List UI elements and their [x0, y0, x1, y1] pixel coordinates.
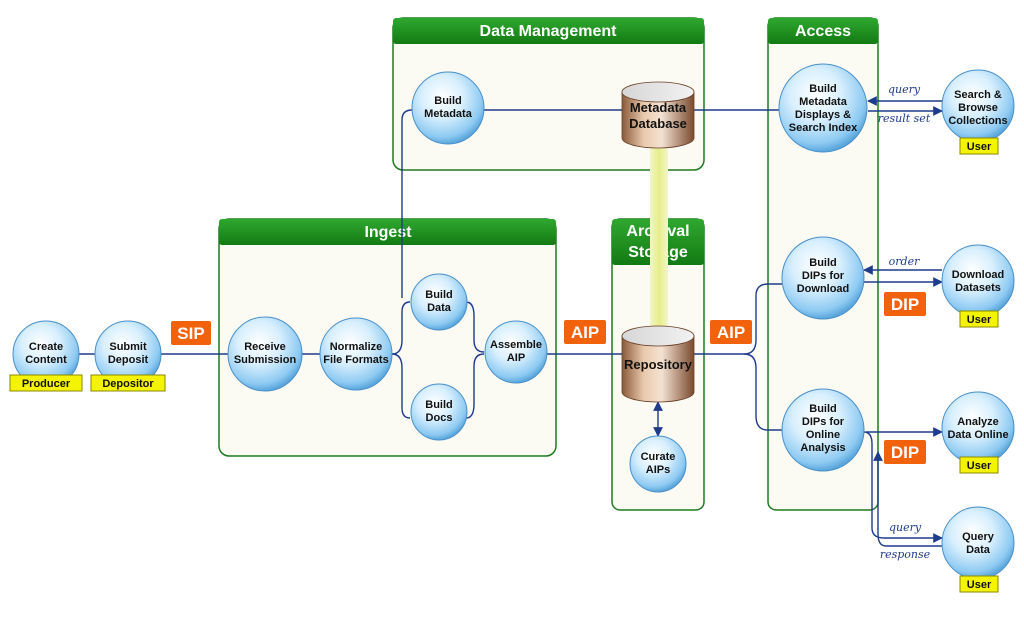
svg-text:Build: Build: [809, 403, 837, 415]
svg-text:Displays &: Displays &: [795, 109, 851, 121]
role-badge-producer: Producer: [9, 374, 83, 392]
section-archival-storage: Archival Storage: [611, 218, 705, 511]
svg-text:Datasets: Datasets: [955, 282, 1001, 294]
svg-text:Build: Build: [425, 289, 453, 301]
svg-text:Data Online: Data Online: [947, 429, 1008, 441]
svg-text:Download: Download: [952, 269, 1005, 281]
svg-text:Data: Data: [427, 302, 452, 314]
svg-text:Search &: Search &: [954, 89, 1002, 101]
svg-text:AIPs: AIPs: [646, 464, 670, 476]
svg-text:SIP: SIP: [177, 324, 204, 343]
tag-aip-access: AIP: [710, 320, 752, 344]
svg-text:Depositor: Depositor: [102, 378, 154, 390]
repository-database: Repository: [621, 325, 695, 403]
svg-text:User: User: [967, 141, 992, 153]
svg-text:Receive: Receive: [244, 341, 286, 353]
svg-text:Producer: Producer: [22, 378, 71, 390]
svg-text:DIPs for: DIPs for: [802, 270, 845, 282]
connectors: [79, 96, 943, 547]
svg-text:AIP: AIP: [507, 352, 525, 364]
node-query-data: Query Data: [941, 506, 1015, 580]
section-title-access: Access: [795, 23, 851, 40]
node-create-content: Create Content: [12, 320, 80, 388]
node-analyze-data-online: Analyze Data Online: [941, 391, 1015, 465]
svg-text:User: User: [967, 314, 992, 326]
svg-text:Curate: Curate: [641, 451, 676, 463]
node-build-metadata-displays: Build Metadata Displays & Search Index: [778, 63, 868, 153]
metadata-database-line1: Metadata: [630, 100, 687, 115]
tag-aip-ingest: AIP: [564, 320, 606, 344]
svg-text:Create: Create: [29, 341, 63, 353]
role-badge-user-query: User: [959, 575, 999, 593]
role-badge-user-download: User: [959, 310, 999, 328]
svg-text:Build: Build: [434, 95, 462, 107]
svg-text:DIPs for: DIPs for: [802, 416, 845, 428]
section-title-data-management: Data Management: [480, 23, 618, 40]
svg-text:Query: Query: [962, 531, 995, 543]
tag-dip-download: DIP: [884, 292, 926, 316]
flow-label-response: response: [880, 548, 931, 561]
role-badge-depositor: Depositor: [90, 374, 166, 392]
svg-text:Build: Build: [809, 83, 837, 95]
svg-text:Data: Data: [966, 544, 991, 556]
svg-text:Search Index: Search Index: [789, 122, 858, 134]
svg-text:AIP: AIP: [571, 323, 599, 342]
flow-label-result-set: result set: [878, 112, 931, 125]
svg-text:Analyze: Analyze: [957, 416, 999, 428]
tag-dip-online: DIP: [884, 440, 926, 464]
svg-text:User: User: [967, 460, 992, 472]
node-build-dips-download: Build DIPs for Download: [781, 236, 865, 320]
svg-text:DIP: DIP: [891, 443, 919, 462]
svg-text:Metadata: Metadata: [424, 108, 473, 120]
node-download-datasets: Download Datasets: [941, 244, 1015, 318]
svg-text:Docs: Docs: [426, 412, 453, 424]
svg-text:Collections: Collections: [948, 115, 1007, 127]
svg-text:Build: Build: [425, 399, 453, 411]
svg-text:Download: Download: [797, 283, 850, 295]
role-badge-user-analyze: User: [959, 456, 999, 474]
flow-label-query-data: query: [889, 521, 922, 534]
flow-label-order: order: [889, 255, 920, 268]
svg-text:AIP: AIP: [717, 323, 745, 342]
svg-text:Deposit: Deposit: [108, 354, 149, 366]
flow-label-query-search: query: [888, 83, 921, 96]
role-badge-user-search: User: [959, 137, 999, 155]
svg-text:File Formats: File Formats: [323, 354, 388, 366]
node-normalize-file-formats: Normalize File Formats: [319, 317, 393, 391]
svg-text:Content: Content: [25, 354, 67, 366]
metadata-database-line2: Database: [629, 116, 687, 131]
node-curate-aips: Curate AIPs: [629, 435, 687, 493]
svg-text:Online: Online: [806, 429, 840, 441]
svg-text:Submit: Submit: [109, 341, 147, 353]
node-build-docs: Build Docs: [410, 383, 468, 441]
svg-text:Metadata: Metadata: [799, 96, 848, 108]
svg-text:Normalize: Normalize: [330, 341, 383, 353]
node-assemble-aip: Assemble AIP: [484, 320, 548, 384]
tag-sip: SIP: [171, 321, 211, 345]
svg-text:Analysis: Analysis: [800, 442, 845, 454]
node-build-dips-online: Build DIPs for Online Analysis: [781, 388, 865, 472]
node-build-data: Build Data: [410, 273, 468, 331]
svg-text:Submission: Submission: [234, 354, 297, 366]
svg-text:User: User: [967, 579, 992, 591]
svg-text:Assemble: Assemble: [490, 339, 542, 351]
node-receive-submission: Receive Submission: [227, 316, 303, 392]
node-build-metadata: Build Metadata: [411, 71, 485, 145]
repository-label: Repository: [624, 357, 693, 372]
section-title-ingest: Ingest: [364, 224, 412, 241]
metadata-database: Metadata Database: [621, 81, 695, 149]
storage-link-beam: [650, 146, 668, 338]
svg-text:Build: Build: [809, 257, 837, 269]
svg-text:Browse: Browse: [958, 102, 998, 114]
node-submit-deposit: Submit Deposit: [94, 320, 162, 388]
svg-text:DIP: DIP: [891, 295, 919, 314]
node-search-browse-collections: Search & Browse Collections: [941, 69, 1015, 143]
